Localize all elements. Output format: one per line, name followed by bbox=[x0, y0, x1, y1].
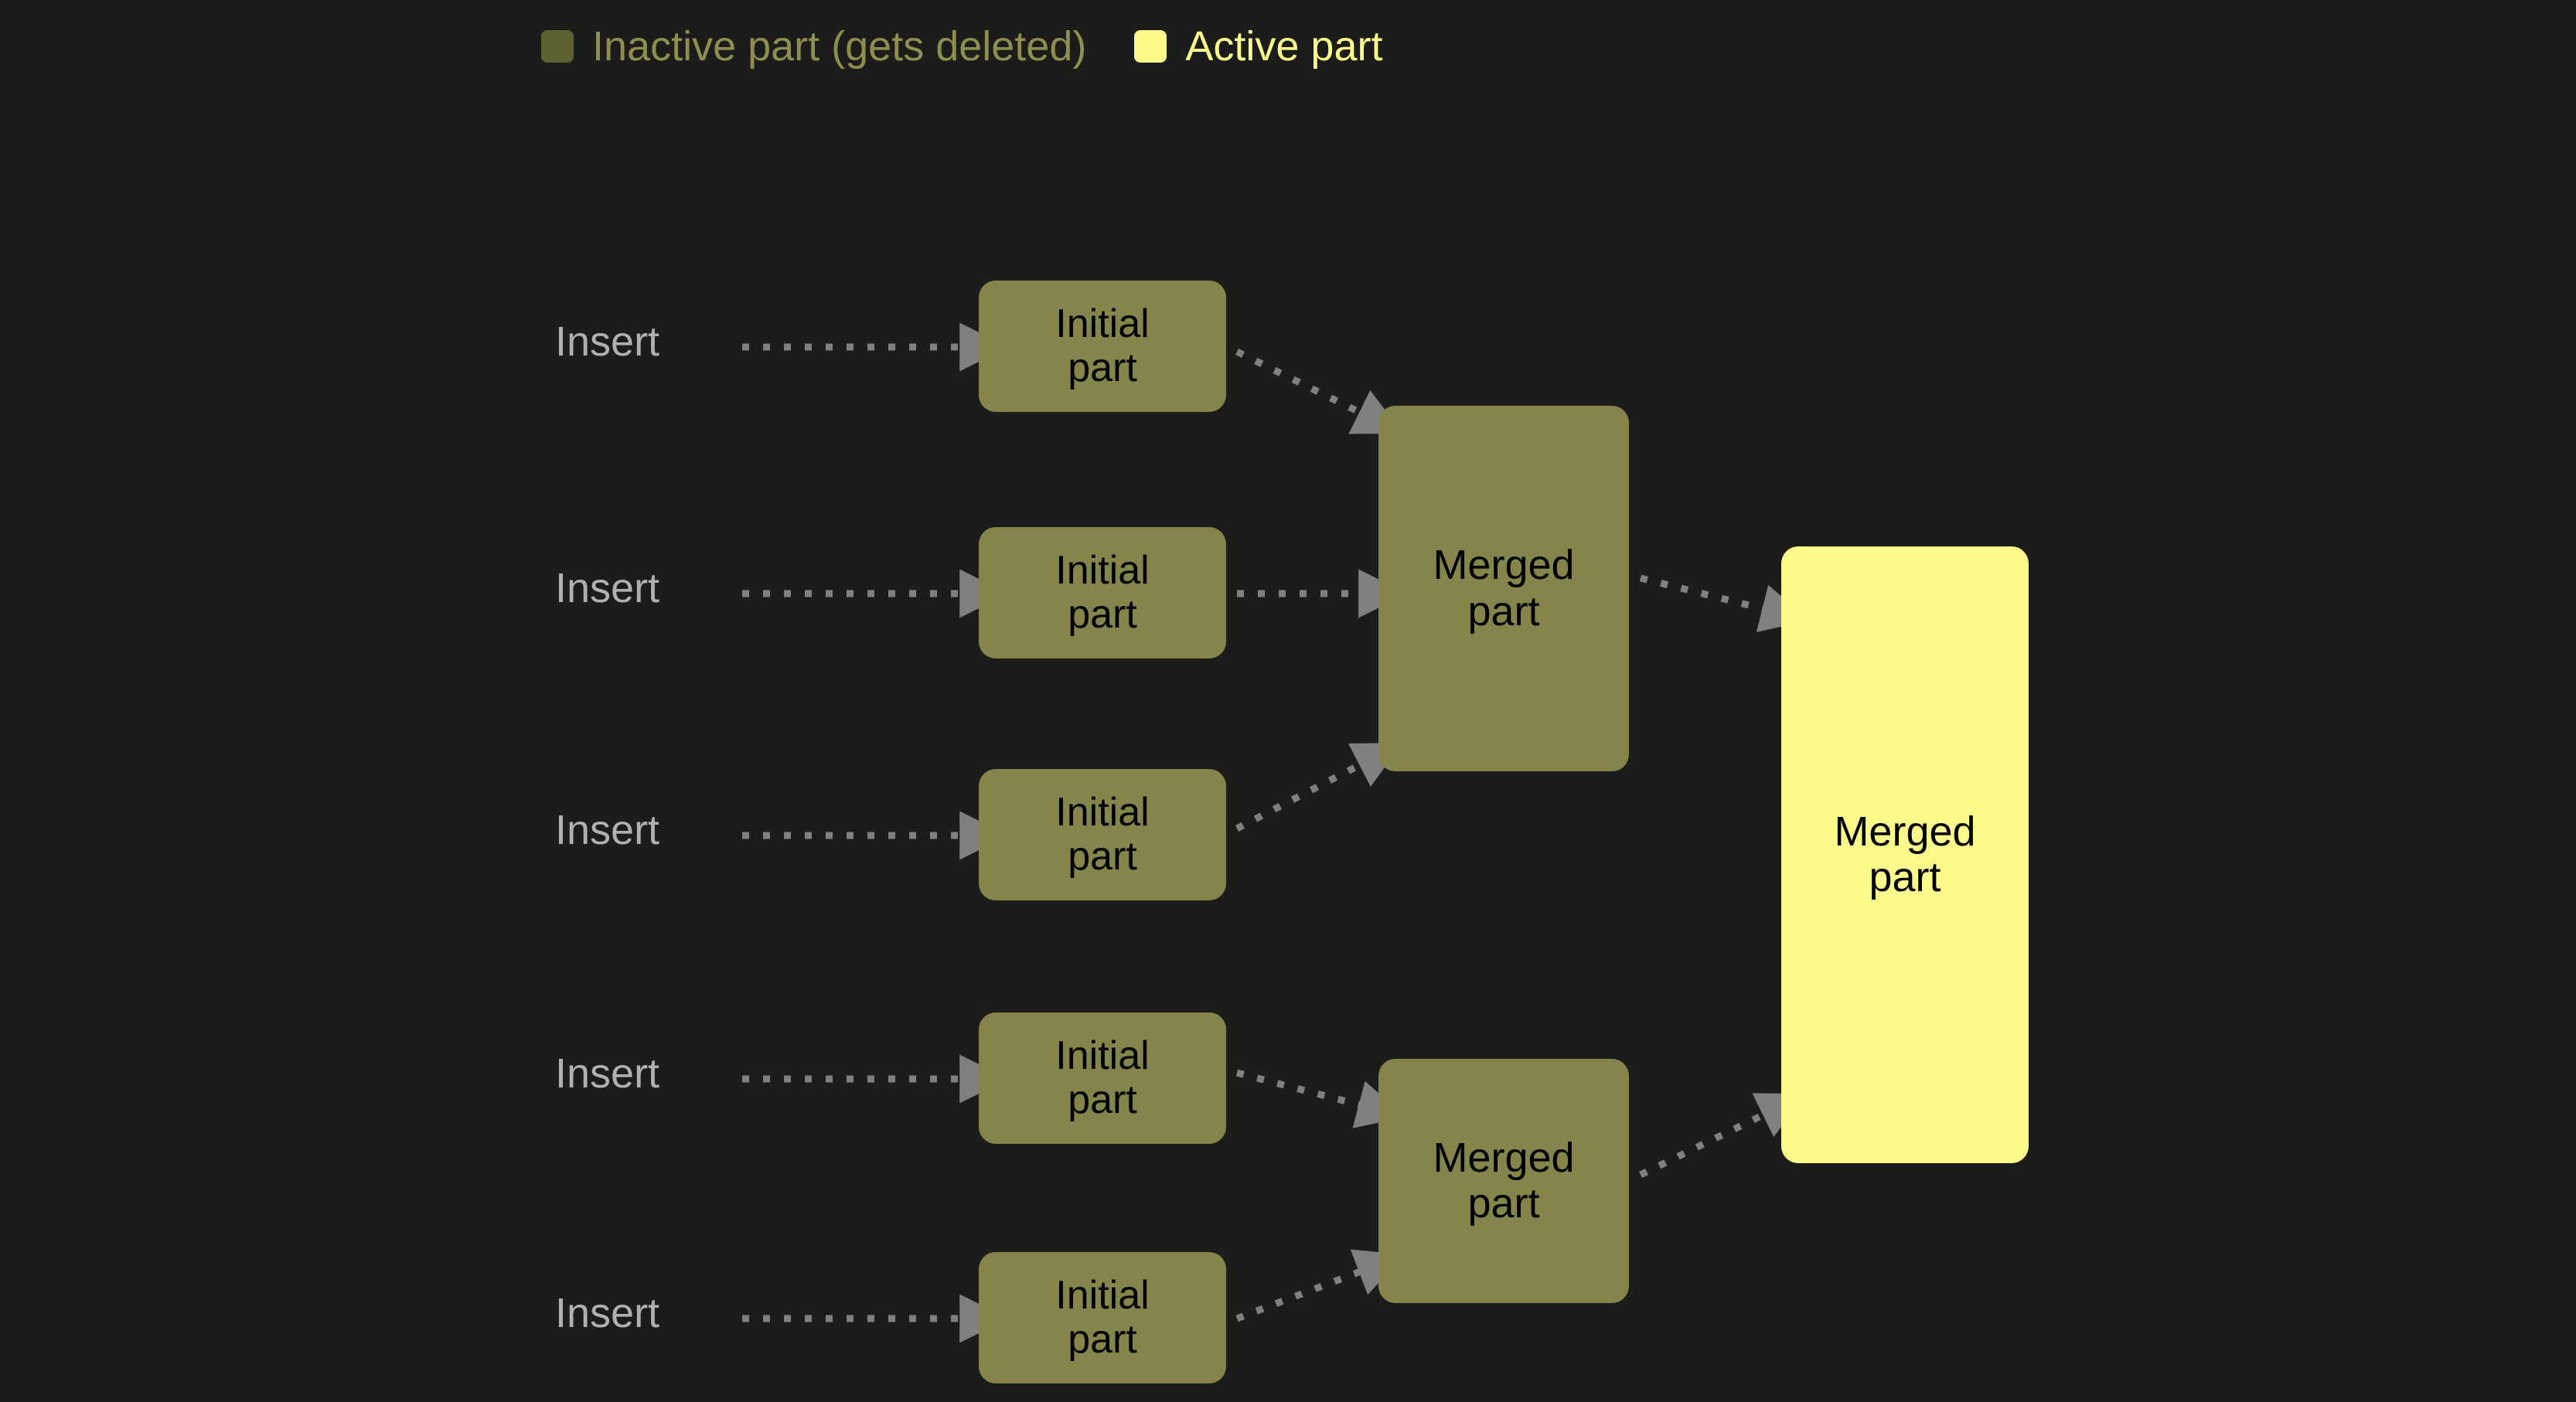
source-label-insert-1: Insert bbox=[555, 318, 660, 365]
source-label-insert-2: Insert bbox=[555, 565, 660, 611]
legend-item-inactive: Inactive part (gets deleted) bbox=[541, 26, 1086, 67]
source-label-insert-3: Insert bbox=[555, 807, 660, 853]
legend-label-inactive: Inactive part (gets deleted) bbox=[592, 23, 1087, 70]
legend-item-active: Active part bbox=[1134, 26, 1382, 67]
legend-swatch-active-icon bbox=[1134, 30, 1167, 63]
edge-initial-1-to-merged-top bbox=[1235, 348, 1403, 434]
legend-label-active: Active part bbox=[1185, 23, 1383, 70]
source-label-insert-4: Insert bbox=[555, 1050, 660, 1097]
legend-swatch-inactive-icon bbox=[541, 30, 574, 63]
edge-merged-bottom-to-merged-active bbox=[1639, 1093, 1807, 1179]
edge-initial-4-to-merged-bottom bbox=[1235, 1069, 1406, 1128]
legend: Inactive part (gets deleted) Active part bbox=[541, 22, 1382, 71]
edge-merged-top-to-merged-active bbox=[1639, 574, 1810, 632]
edge-initial-5-to-merged-bottom bbox=[1235, 1249, 1405, 1322]
edge-initial-3-to-merged-top bbox=[1235, 742, 1403, 832]
source-label-insert-5: Insert bbox=[555, 1290, 660, 1336]
